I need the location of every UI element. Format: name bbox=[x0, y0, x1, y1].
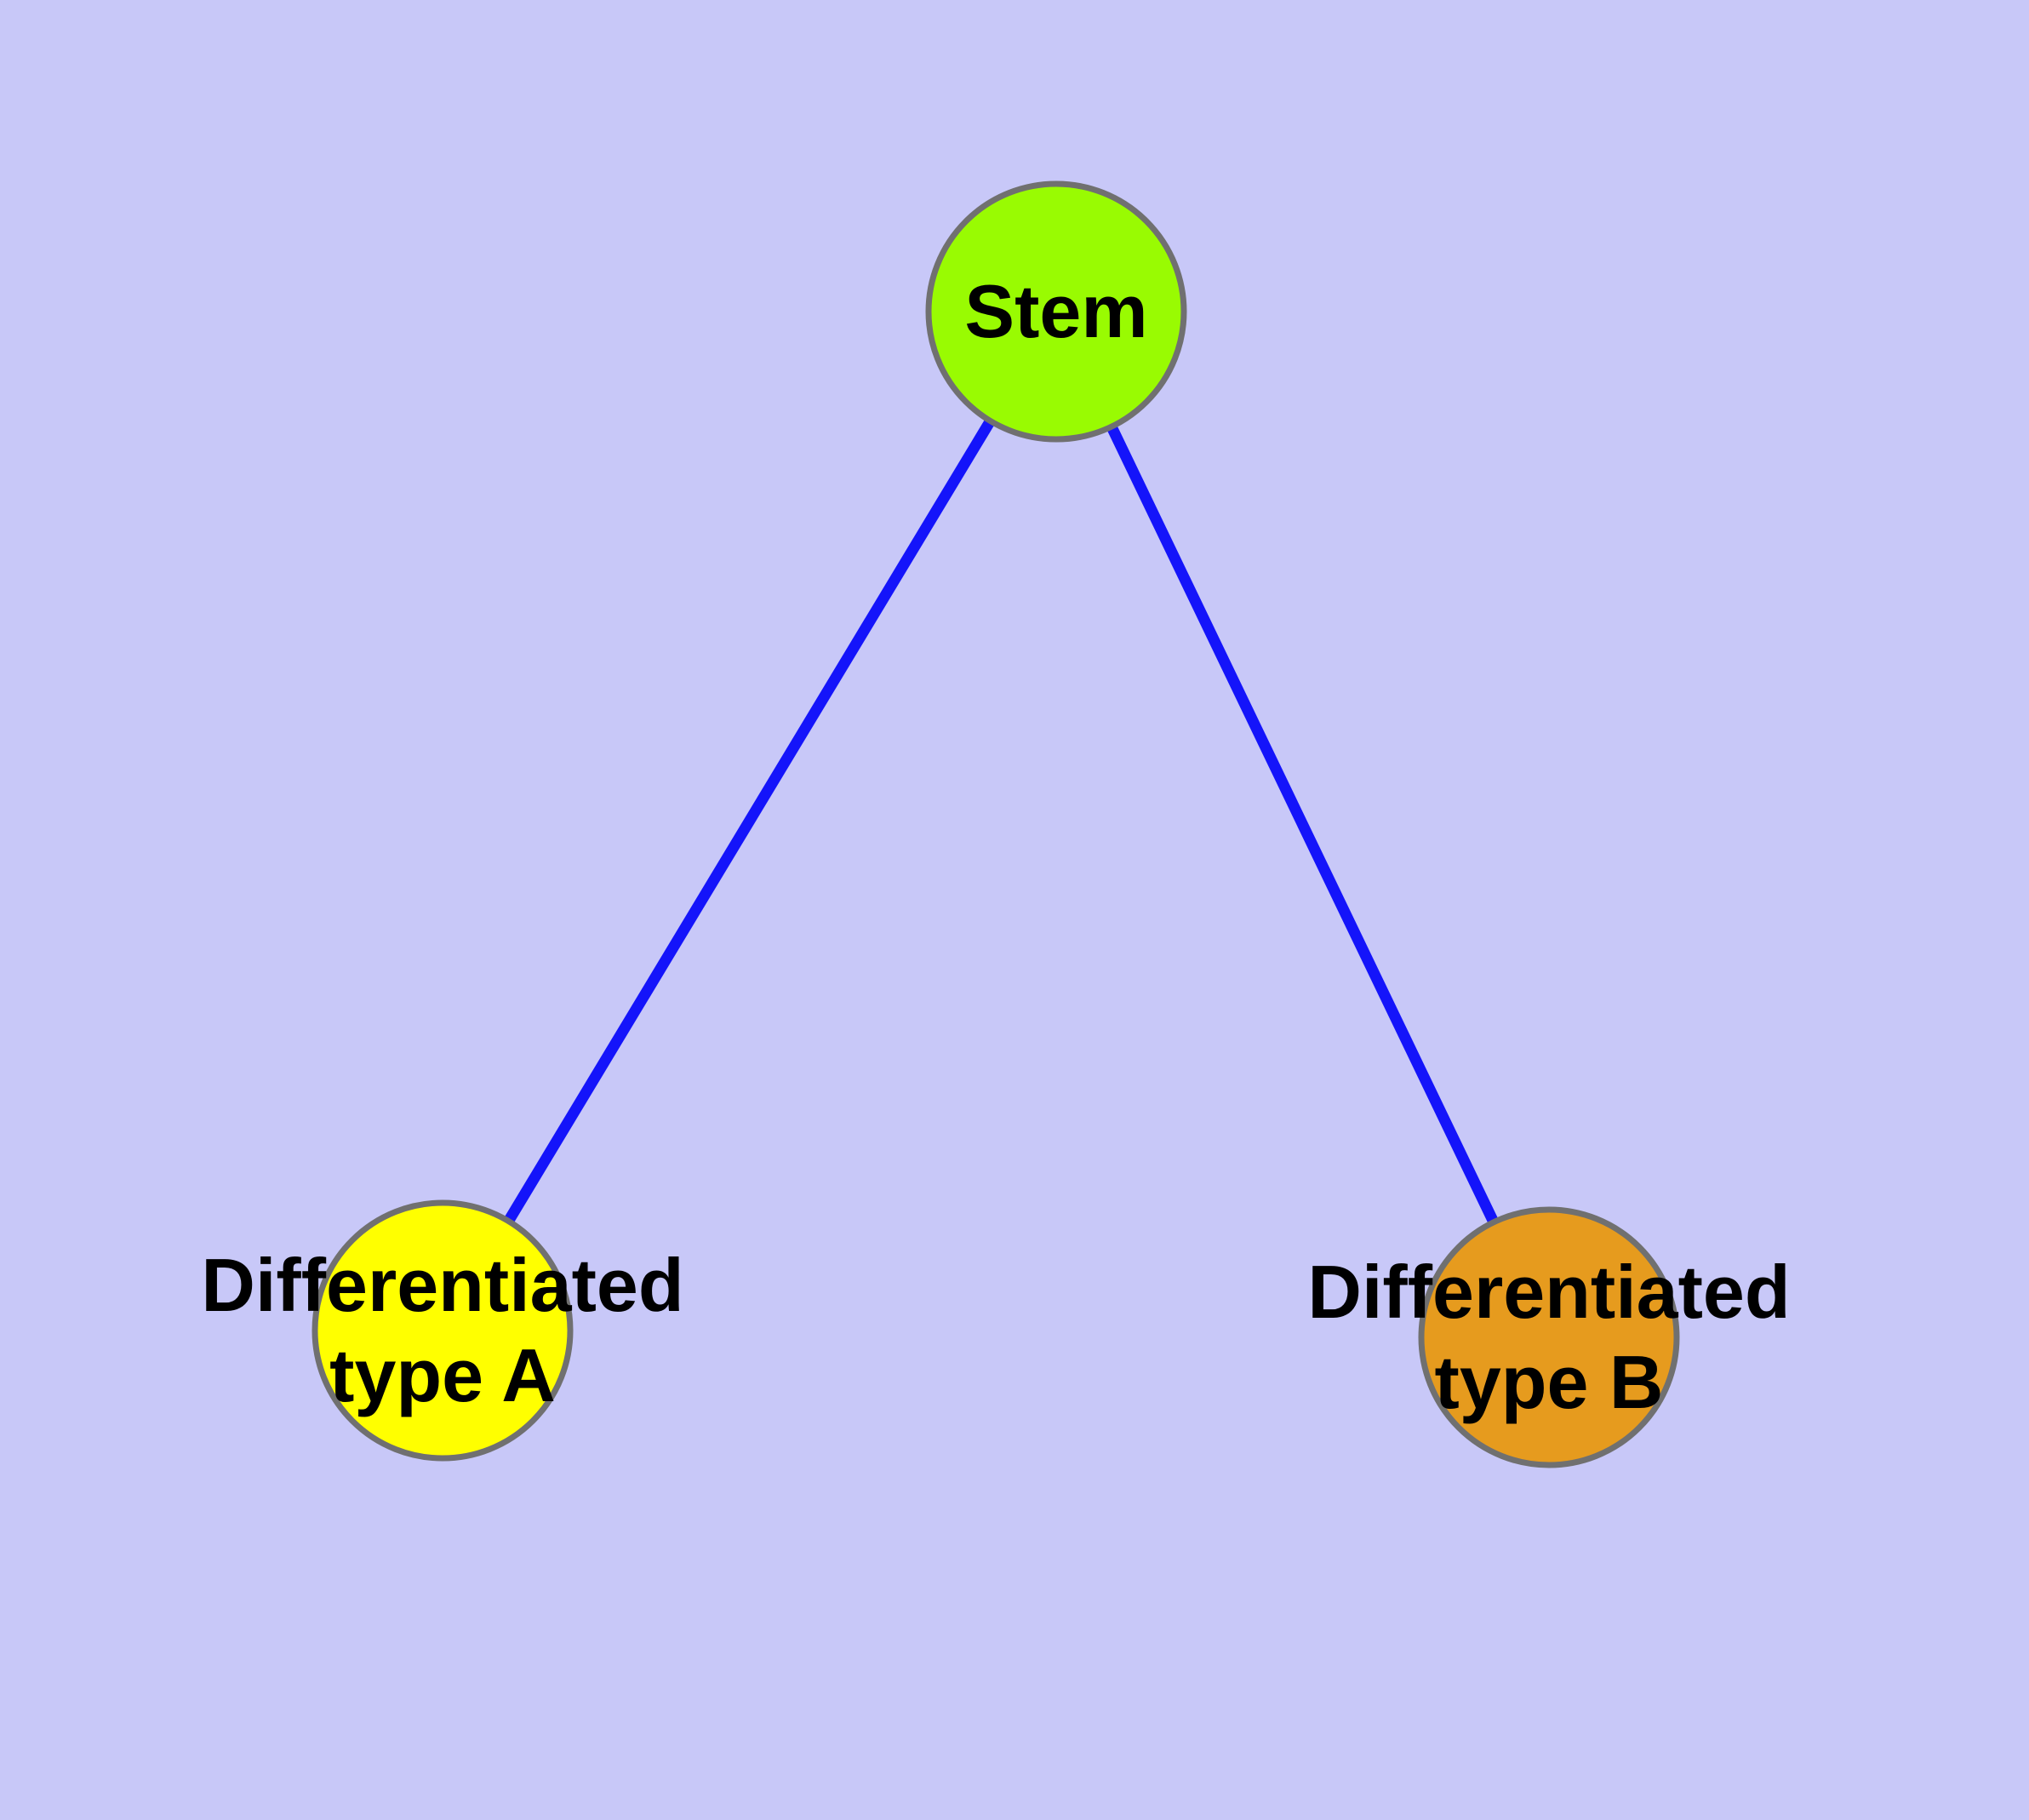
node-type-b-label-line2: type B bbox=[1434, 1340, 1664, 1424]
node-type-a-label: Differentiated type A bbox=[201, 1240, 683, 1421]
node-stem-circle bbox=[925, 180, 1187, 443]
node-type-b-label: Differentiated type B bbox=[1307, 1247, 1790, 1428]
node-type-b-label-line1: Differentiated bbox=[1307, 1250, 1791, 1334]
node-type-b-circle bbox=[1418, 1206, 1680, 1468]
node-type-a-circle bbox=[311, 1199, 574, 1462]
edge-stem-to-type-a bbox=[437, 308, 1061, 1334]
node-stem-label: Stem bbox=[964, 266, 1147, 357]
node-stem-label-line1: Stem bbox=[964, 269, 1148, 353]
edge-stem-to-type-b bbox=[1051, 309, 1554, 1340]
node-type-a-label-line1: Differentiated bbox=[201, 1243, 684, 1327]
node-type-a-label-line2: type A bbox=[329, 1333, 556, 1417]
